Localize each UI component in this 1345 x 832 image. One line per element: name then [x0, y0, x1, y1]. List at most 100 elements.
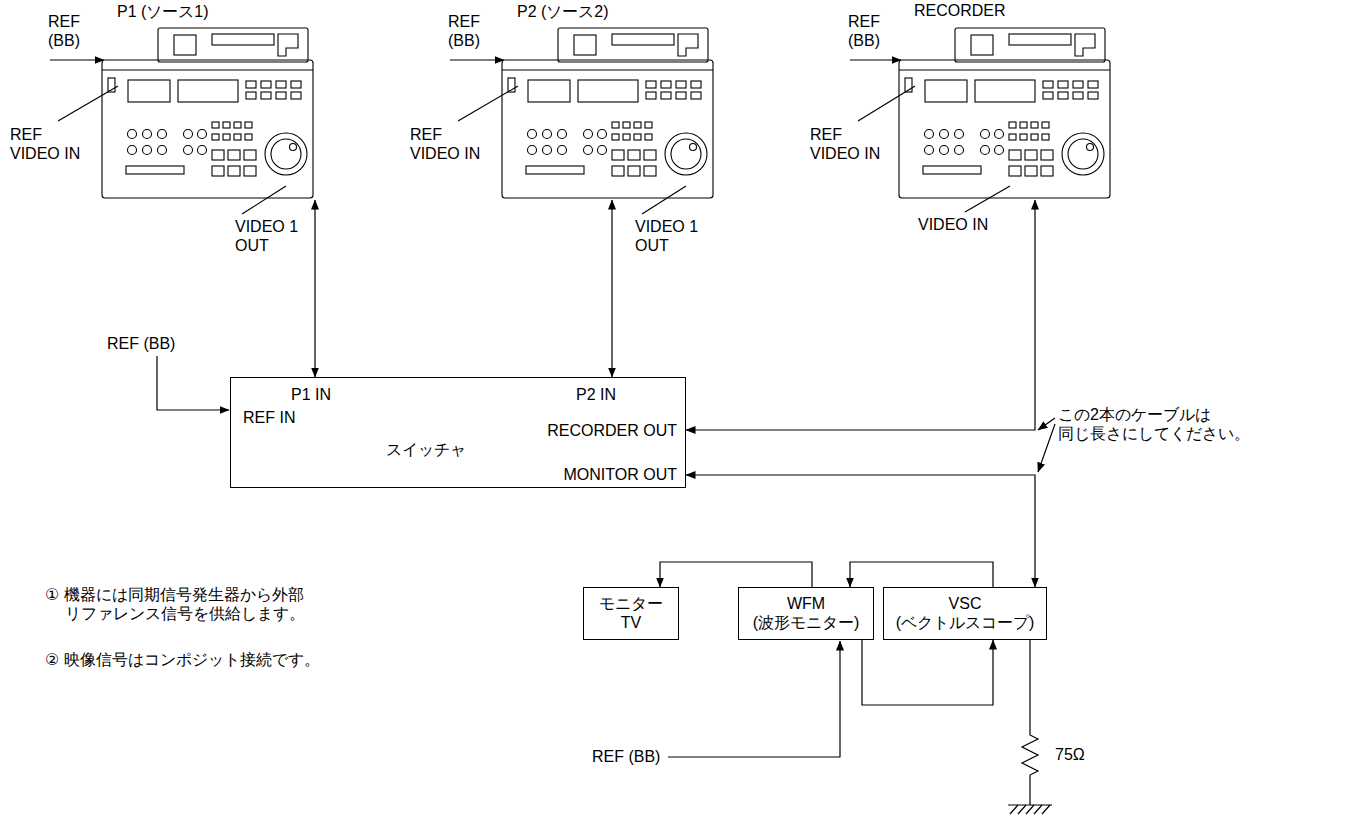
cassette-slot	[212, 34, 274, 45]
button	[1042, 122, 1049, 128]
button	[1025, 150, 1037, 160]
panel-detail	[526, 166, 584, 174]
switcher-box: P1 INP2 INREF INスイッチャRECORDER OUTMONITOR…	[230, 377, 686, 488]
button	[276, 81, 286, 88]
lid-detail	[574, 35, 596, 55]
leader-arrow	[1038, 424, 1055, 472]
button	[676, 81, 686, 88]
knob	[128, 130, 137, 139]
note-text: ① 機器には同期信号発生器から外部 リファレンス信号を供給します。	[45, 586, 305, 622]
button	[1043, 92, 1053, 99]
knob	[584, 130, 593, 139]
vtr-deck: P2 (ソース2)	[500, 2, 715, 200]
lid-lever	[678, 34, 698, 56]
label-holder: REF (BB)	[48, 12, 94, 50]
vtr-illustration	[100, 26, 315, 200]
display-window	[975, 80, 1035, 102]
port-label: RECORDER OUT	[547, 422, 677, 440]
button	[1073, 92, 1083, 99]
port-label: P1 IN	[291, 386, 331, 404]
button	[1058, 81, 1068, 88]
button	[661, 81, 671, 88]
jog-dial	[265, 133, 307, 175]
leader-line	[58, 86, 118, 121]
label-holder: REF (BB)	[848, 12, 894, 50]
signal-label: REF VIDEO IN	[410, 126, 480, 162]
signal-label: REF (BB)	[48, 13, 80, 49]
knob	[995, 130, 1004, 139]
monitor-box: モニター TV	[583, 587, 679, 640]
knob	[198, 130, 207, 139]
leader-line	[242, 186, 286, 214]
label-holder: REF VIDEO IN	[410, 125, 488, 163]
leader-line	[458, 86, 518, 121]
button	[646, 92, 656, 99]
knob	[143, 130, 152, 139]
leader-line	[642, 186, 686, 214]
label-holder: 75Ω	[1055, 745, 1085, 764]
cassette-compartment	[558, 28, 708, 62]
ref-arrow	[850, 59, 901, 60]
button	[1025, 166, 1037, 176]
signal-cable	[660, 562, 812, 587]
label-holder: ① 機器には同期信号発生器から外部 リファレンス信号を供給します。	[45, 585, 365, 623]
knob	[184, 146, 193, 155]
port-label: P2 IN	[576, 386, 616, 404]
signal-label: VIDEO 1 OUT	[635, 218, 698, 254]
signal-cable	[862, 640, 993, 705]
button	[228, 150, 240, 160]
signal-label: VIDEO 1 OUT	[235, 218, 298, 254]
jog-grip	[290, 144, 297, 151]
device-title: RECORDER	[914, 2, 1006, 20]
device-name: スイッチャ	[386, 440, 466, 461]
button	[1031, 122, 1038, 128]
monitor-box: WFM (波形モニター)	[738, 587, 874, 640]
lid-detail	[971, 35, 993, 55]
knob	[981, 146, 990, 155]
note-text: この2本のケーブルは 同じ長さにしてください。	[1058, 406, 1250, 442]
signal-label: REF (BB)	[848, 13, 880, 49]
button	[245, 134, 252, 140]
cassette-compartment	[955, 28, 1105, 62]
button	[234, 134, 241, 140]
label-holder: この2本のケーブルは 同じ長さにしてください。	[1058, 405, 1283, 443]
button	[1073, 81, 1083, 88]
knob	[598, 130, 607, 139]
display-window	[578, 80, 638, 102]
knob	[528, 130, 537, 139]
panel-detail	[126, 166, 184, 174]
label-holder: VIDEO 1 OUT	[635, 217, 705, 255]
knob	[558, 130, 567, 139]
port-label: REF IN	[243, 409, 295, 427]
knob	[584, 146, 593, 155]
signal-label: REF (BB)	[592, 748, 660, 765]
ref-arrow	[450, 59, 504, 60]
resistor-symbol	[1022, 640, 1038, 805]
button	[212, 150, 224, 160]
button	[228, 166, 240, 176]
deck-body	[502, 60, 713, 198]
label-holder: REF VIDEO IN	[10, 125, 88, 163]
button	[623, 134, 630, 140]
lid-lever	[1075, 34, 1095, 56]
button	[676, 92, 686, 99]
knob	[925, 130, 934, 139]
label-holder: REF (BB)	[107, 334, 175, 353]
button	[645, 122, 652, 128]
panel-line	[102, 69, 313, 70]
knob	[184, 130, 193, 139]
panel-line	[899, 69, 1110, 70]
knob	[925, 146, 934, 155]
button	[244, 166, 256, 176]
cassette-compartment	[158, 28, 308, 62]
knob	[528, 146, 537, 155]
jog-ring	[671, 139, 701, 169]
button	[212, 134, 219, 140]
button	[291, 92, 301, 99]
knob	[981, 130, 990, 139]
knob	[543, 130, 552, 139]
knob	[198, 146, 207, 155]
button	[1009, 134, 1016, 140]
signal-cable	[611, 200, 612, 377]
